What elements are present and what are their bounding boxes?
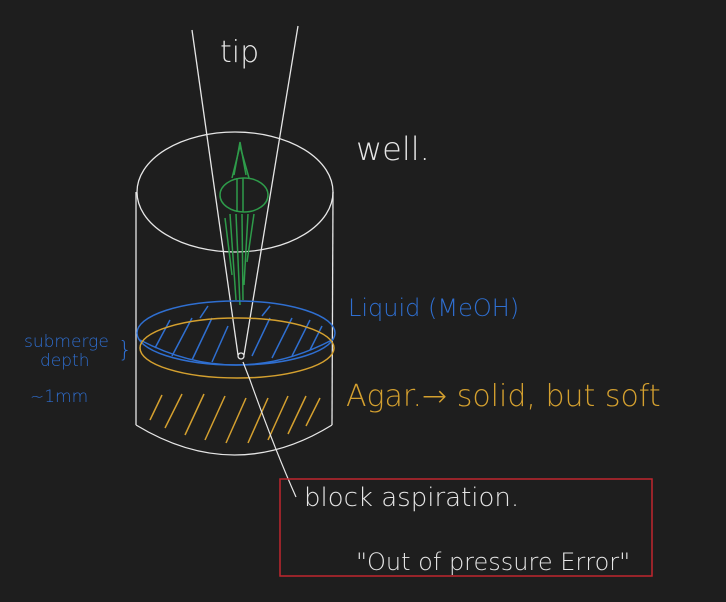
well-top-rim [136, 131, 334, 253]
agar-label: Agar.→ solid, but soft [346, 379, 661, 414]
tip-right-edge [243, 25, 299, 356]
liquid-surface [136, 300, 336, 366]
block-aspiration-label: block aspiration. [304, 483, 519, 513]
submerge-depth-label-line1: submerge [24, 332, 109, 352]
submerge-depth-label-line3: ~1mm [30, 387, 88, 407]
submerge-bracket: } [118, 338, 132, 363]
tip-left-edge [191, 29, 239, 356]
aspiration-arrow [219, 141, 269, 306]
agar-surface [139, 317, 335, 379]
liquid-label: Liquid (MeOH) [348, 294, 519, 322]
well-bottom-curve [135, 424, 333, 456]
submerge-depth-label-line2: depth [40, 351, 89, 371]
tip-end [237, 352, 245, 360]
tip-label: tip [220, 35, 259, 70]
agar-layer [139, 317, 335, 444]
well-label: well. [356, 130, 430, 168]
well-right-wall [331, 191, 334, 426]
swirl-ellipse [219, 177, 269, 213]
error-callout-box [279, 478, 653, 577]
pipette-tip [191, 25, 299, 360]
liquid-layer [136, 300, 336, 366]
well-cylinder [135, 131, 334, 456]
pointer-line [242, 361, 297, 498]
pressure-error-label: "Out of pressure Error" [356, 548, 630, 576]
